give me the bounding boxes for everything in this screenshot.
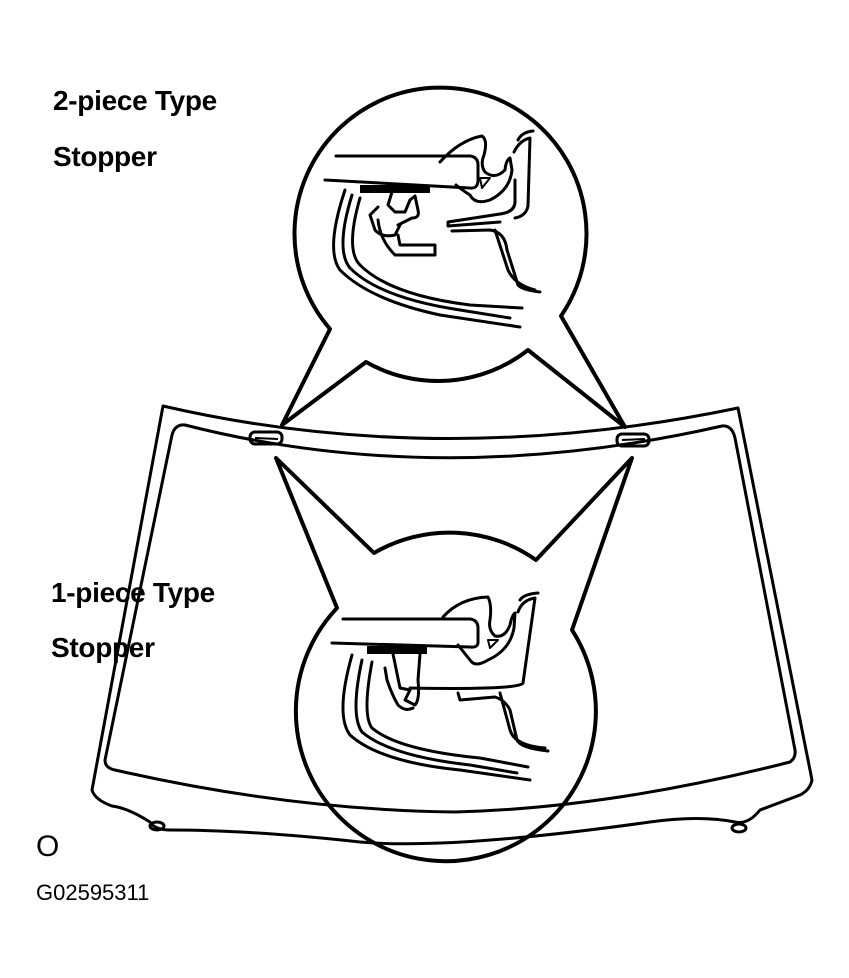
lower-callout-subtitle: Stopper: [51, 632, 155, 663]
upper-callout-subtitle: Stopper: [53, 141, 157, 172]
clip-marker-bottom-left: [148, 820, 166, 832]
stopper-marker-left: [248, 430, 284, 446]
clip-marker-bottom-right: [730, 822, 748, 834]
one-piece-stopper-detail: [330, 591, 550, 782]
front-marker: O: [36, 830, 60, 863]
lower-callout-bubble: [274, 456, 634, 864]
upper-callout-bubble: [280, 85, 627, 429]
upper-callout-title: 2-piece Type: [53, 85, 217, 116]
stopper-marker-right: [615, 432, 651, 448]
figure-id: G02595311: [36, 880, 150, 905]
windshield-outer-outline: [90, 404, 814, 846]
lower-callout-title: 1-piece Type: [51, 577, 215, 608]
windshield-inner-outline: [103, 423, 797, 814]
two-piece-stopper-detail: [323, 129, 542, 329]
